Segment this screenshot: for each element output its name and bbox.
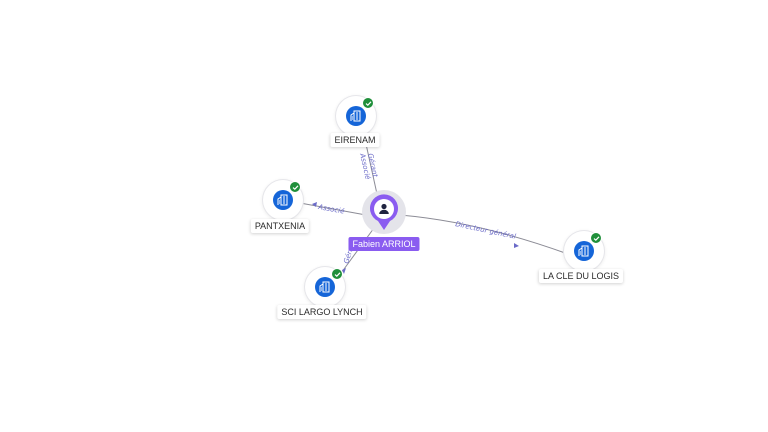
building-icon xyxy=(273,190,293,210)
edge-label-directeur-general: Directeur général xyxy=(455,220,517,241)
arrow-icon xyxy=(514,243,519,248)
person-label-fabien-arriol[interactable]: Fabien ARRIOL xyxy=(348,237,420,251)
edge-fabien-pantxenia: Associé xyxy=(299,202,367,216)
building-icon xyxy=(315,277,335,297)
building-icon xyxy=(574,241,594,261)
verified-check-icon xyxy=(289,181,301,193)
company-label-la-cle-du-logis[interactable]: LA CLE DU LOGIS xyxy=(538,269,624,283)
edge-fabien-lacle: Directeur général xyxy=(399,214,569,255)
company-node-sci-largo-lynch[interactable] xyxy=(305,267,345,307)
company-node-la-cle-du-logis[interactable] xyxy=(564,231,604,271)
company-label-eirenam[interactable]: EIRENAM xyxy=(330,133,380,147)
arrow-icon xyxy=(342,268,346,274)
verified-check-icon xyxy=(362,97,374,109)
company-node-pantxenia[interactable] xyxy=(263,180,303,220)
arrow-icon xyxy=(312,202,317,207)
verified-check-icon xyxy=(590,232,602,244)
company-label-pantxenia[interactable]: PANTXENIA xyxy=(250,219,310,233)
person-icon xyxy=(370,194,398,230)
edge-fabien-eirenam: Gérant Associé xyxy=(358,141,379,195)
company-node-eirenam[interactable] xyxy=(336,96,376,136)
verified-check-icon xyxy=(331,268,343,280)
company-label-sci-largo-lynch[interactable]: SCI LARGO LYNCH xyxy=(277,305,367,319)
edge-label-associe-pantxenia: Associé xyxy=(317,203,346,216)
building-icon xyxy=(346,106,366,126)
person-node-fabien-arriol[interactable] xyxy=(362,190,406,234)
